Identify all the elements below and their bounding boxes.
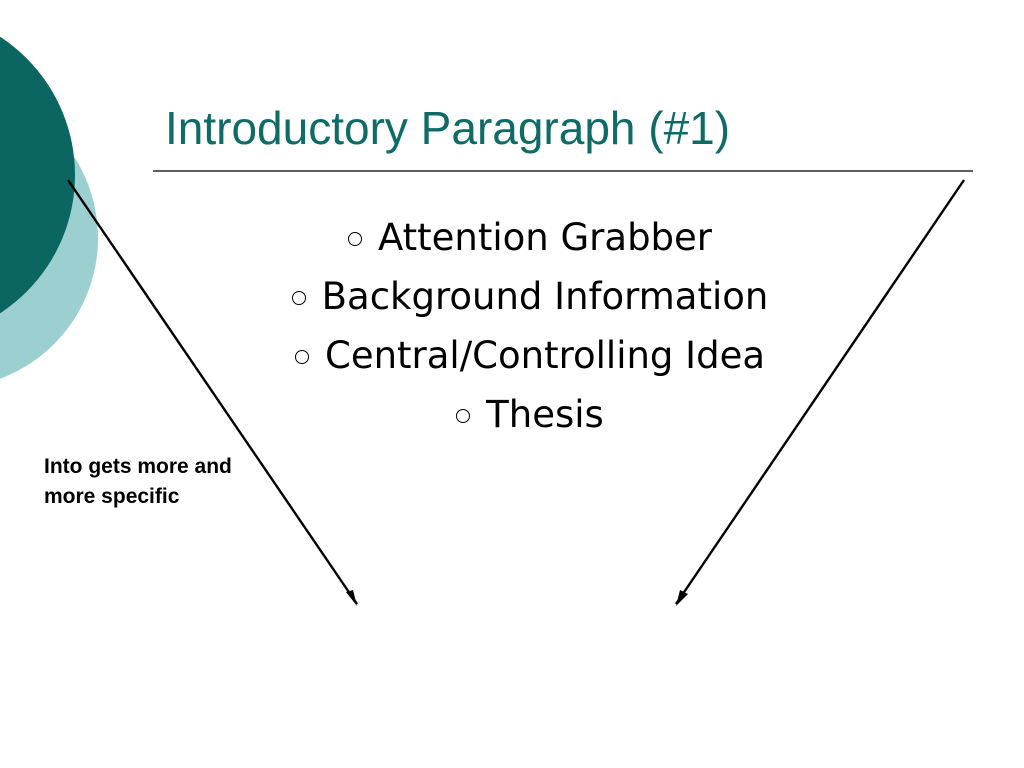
hollow-circle-icon [291, 291, 306, 305]
decorative-circle-dark [0, 36, 75, 314]
bullet-text: Central/Controlling Idea [324, 334, 766, 377]
right-arrow-icon [675, 179, 965, 606]
hollow-circle-icon [347, 232, 362, 246]
bullet-text: Thesis [486, 393, 604, 436]
hollow-circle-icon [456, 409, 471, 423]
hollow-circle-icon [294, 350, 309, 364]
bullet-text: Attention Grabber [377, 216, 713, 259]
bullet-item: Background Information [150, 267, 910, 326]
bullet-list: Attention Grabber Background Information… [150, 208, 910, 444]
bullet-item: Thesis [150, 385, 910, 444]
bullet-text: Background Information [321, 275, 769, 318]
bullet-item: Central/Controlling Idea [150, 326, 910, 385]
slide-title: Introductory Paragraph (#1) [165, 102, 731, 154]
side-note: Into gets more and more specific [44, 455, 232, 508]
bullet-item: Attention Grabber [150, 208, 910, 267]
left-arrow-icon [67, 179, 358, 606]
